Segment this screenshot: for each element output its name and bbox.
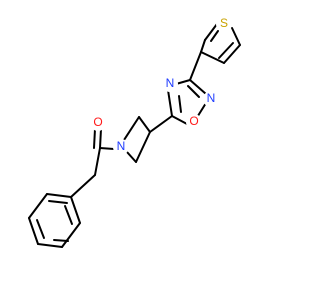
bond-benzene-1 bbox=[70, 196, 81, 224]
bond-thiophene-double-1 bbox=[210, 30, 219, 42]
bond-oxadiazole-o1-c5 bbox=[171, 115, 188, 125]
bond-azetidine-n1-c4 bbox=[126, 151, 137, 163]
bond-oxadiazole-n4-c3 bbox=[175, 79, 191, 85]
bond-carbonyl-o-2 bbox=[93, 128, 96, 149]
bond-benzene-inner-4 bbox=[53, 239, 69, 242]
atom-label-n-top: N bbox=[166, 76, 175, 90]
bond-thiophene-c3-c2 bbox=[200, 39, 206, 53]
bond-thiophene-s-c5 bbox=[231, 27, 241, 46]
bond-carbonyl-ch2 bbox=[94, 147, 101, 176]
bond-oxadiazole-c5-n4 bbox=[167, 89, 173, 117]
bond-thiophene-c2-s bbox=[204, 23, 218, 41]
bond-azetidine-c4-c3 bbox=[135, 131, 151, 163]
bond-benzene-3 bbox=[37, 243, 63, 248]
bond-benzene-inner-3 bbox=[48, 200, 68, 204]
bond-azetidine-c3-c2 bbox=[138, 116, 151, 133]
bond-oxadiazole-double-2 bbox=[187, 85, 200, 98]
bond-thiophene-double-2 bbox=[218, 42, 234, 59]
bond-benzene-2 bbox=[61, 222, 81, 248]
bond-carbonyl-o-1 bbox=[99, 128, 102, 149]
bond-benzene-4 bbox=[28, 217, 39, 245]
atom-label-n-azetidine: N bbox=[117, 139, 126, 153]
bond-benzene-6 bbox=[46, 193, 72, 198]
bond-azetidine-c2-n1 bbox=[123, 116, 140, 141]
atom-label-o-carbonyl: O bbox=[93, 115, 102, 129]
bond-thiophene-c4-c3 bbox=[200, 51, 225, 64]
bond-benzene-5 bbox=[28, 193, 48, 219]
bond-oxadiazole-double-1 bbox=[178, 95, 182, 113]
bond-benzene-inner-1 bbox=[64, 205, 73, 225]
bond-thiophene-c5-c4 bbox=[223, 44, 241, 64]
bond-n-carbonyl bbox=[99, 147, 115, 150]
atom-label-n-right: N bbox=[207, 91, 216, 105]
bond-oxadiazole-c3-n2 bbox=[189, 79, 207, 95]
atom-label-s: S bbox=[220, 16, 228, 30]
atom-labels-group: S N N O O N bbox=[90, 16, 232, 155]
bond-oxadiazole-to-azetidine bbox=[149, 115, 173, 133]
bond-benzene-inner-2 bbox=[36, 219, 45, 239]
bonds-group bbox=[28, 23, 241, 248]
bond-ch2-ch2 bbox=[70, 174, 96, 198]
atom-label-o-ring: O bbox=[189, 114, 198, 128]
molecule-canvas: S N N O O N bbox=[28, 16, 241, 248]
bond-thiophene-to-oxadiazole bbox=[189, 51, 202, 81]
molecule-structure-diagram: S N N O O N bbox=[28, 16, 241, 248]
